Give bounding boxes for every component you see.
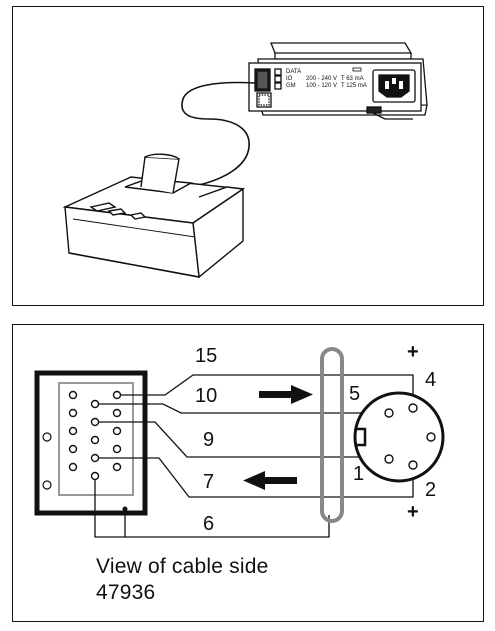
mounting-hole-top	[42, 432, 52, 442]
printer-unit	[62, 153, 245, 279]
data-cable	[181, 81, 256, 186]
caption-view-of-cable-side: View of cable side	[96, 555, 269, 578]
label-data: DATA	[286, 69, 301, 75]
wire-7	[99, 457, 414, 498]
balance-panel-labels: DATA IO GM 200 - 240 V 100 - 120 V T 63 …	[286, 69, 367, 89]
arrow-right	[259, 385, 313, 404]
wire-label-7: 7	[203, 471, 215, 493]
label-io: IO	[286, 76, 293, 82]
mounting-hole-bottom	[42, 480, 52, 490]
printer-connection-illustration: DATA IO GM 200 - 240 V 100 - 120 V T 63 …	[12, 6, 484, 306]
wiring	[94, 374, 414, 538]
pin-assignment-diagram: 15 10 9 7 6 5 4 1 2 + + View of cable si…	[12, 324, 484, 622]
dsub-pins	[68, 390, 122, 481]
wire-label-6: 6	[203, 513, 215, 535]
wire-10	[99, 403, 385, 414]
illustration-drawing: DATA IO GM 200 - 240 V 100 - 120 V T 63 …	[62, 42, 428, 279]
label-voltage-low: 100 - 120 V	[306, 83, 337, 89]
label-gm: GM	[286, 83, 296, 89]
wire-label-9: 9	[203, 429, 215, 451]
wire-6	[94, 479, 330, 538]
polarity-top: +	[407, 341, 419, 363]
label-fuse-high: T 63 mA	[341, 76, 364, 82]
balance-unit	[248, 42, 428, 120]
pin-label-5: 5	[349, 383, 361, 405]
wire-9	[99, 421, 387, 458]
fuse-symbol	[352, 67, 362, 72]
wire-label-10: 10	[195, 385, 218, 407]
din-pins	[384, 403, 436, 470]
caption-part-number: 47936	[96, 581, 156, 604]
label-voltage-high: 200 - 240 V	[306, 76, 337, 82]
data-direction-arrows	[243, 385, 313, 490]
din-connector	[353, 391, 445, 483]
pin-label-1: 1	[353, 463, 365, 485]
wire-label-15: 15	[195, 345, 218, 367]
wire-15	[121, 374, 414, 403]
cable-shield	[320, 347, 344, 523]
pin-label-4: 4	[425, 369, 437, 391]
pin-diagram-drawing	[34, 347, 445, 538]
pin-label-2: 2	[425, 479, 437, 501]
dsub-connector	[34, 370, 148, 516]
polarity-bottom: +	[407, 501, 419, 523]
arrow-left	[243, 471, 297, 490]
label-fuse-low: T 125 mA	[341, 83, 367, 89]
